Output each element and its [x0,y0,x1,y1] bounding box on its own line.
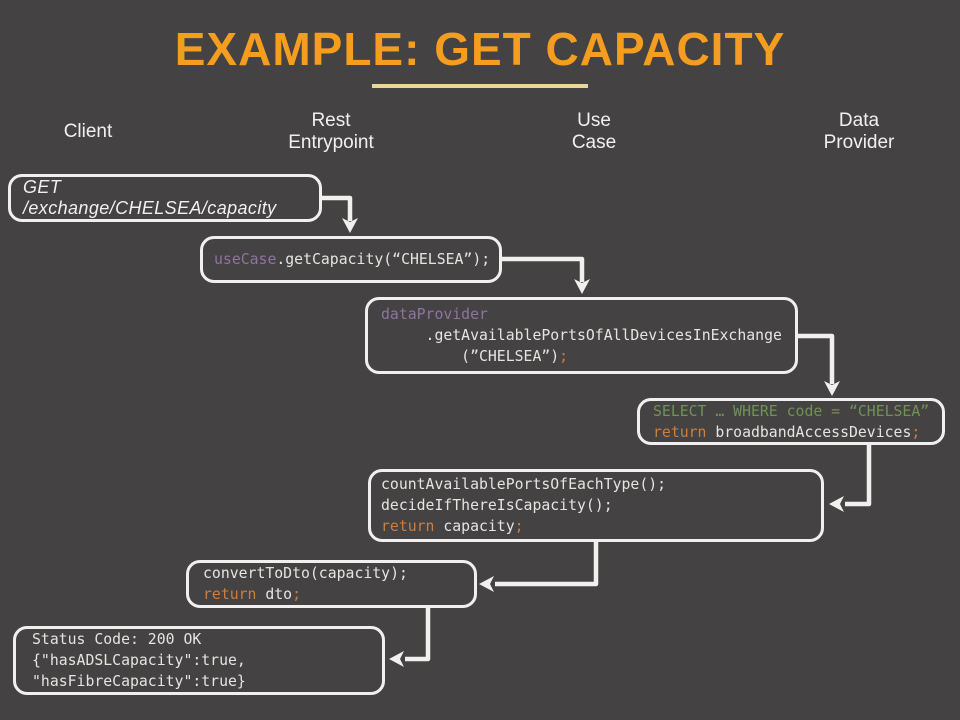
page-title: EXAMPLE: GET CAPACITY [174,23,786,75]
column-header-client: Client [63,121,113,142]
use-case-logic-line: countAvailablePortsOfEachType(); [381,476,667,493]
client-response-line: {"hasADSLCapacity":true, [32,652,246,669]
arrow-usecase-to-rest [479,541,599,592]
use-case-call-line: .getAvailablePortsOfAllDevicesInExchange [381,327,782,344]
client-request-box: GET /exchange/CHELSEA/capacity [8,174,322,222]
data-provider-query-box: SELECT … WHERE code = “CHELSEA” return br… [637,398,945,445]
rest-entrypoint-response-line: return dto; [203,586,302,603]
use-case-call-line: dataProvider [381,306,488,323]
rest-entrypoint-response-line: convertToDto(capacity); [203,565,408,582]
use-case-call-line: (”CHELSEA”); [381,348,569,365]
column-header-use-case: Use Case [571,110,617,153]
arrow-dataprovider-to-usecase [829,444,872,512]
client-request-text: GET /exchange/CHELSEA/capacity [23,177,277,218]
arrow-rest-to-client [389,607,431,667]
rest-entrypoint-response-box: convertToDto(capacity); return dto; [186,560,477,608]
use-case-logic-line: decideIfThereIsCapacity(); [381,497,613,514]
rest-entrypoint-call-box: useCase.getCapacity(“CHELSEA”); [200,236,502,283]
use-case-call-box: dataProvider .getAvailablePortsOfAllDevi… [365,297,798,374]
arrow-usecase-to-dataprovider [798,333,840,396]
data-provider-query-line: SELECT … WHERE code = “CHELSEA” [653,402,930,420]
data-provider-query-line: return broadbandAccessDevices; [653,423,921,441]
use-case-logic-line: return capacity; [381,518,524,535]
column-header-data-provider: Data Provider [823,110,895,153]
arrow-rest-to-usecase [502,256,590,294]
client-response-line: "hasFibreCapacity":true} [32,673,246,690]
arrow-client-to-rest [322,195,358,233]
title-underline-rule [372,84,588,88]
client-response-line: Status Code: 200 OK [32,631,202,648]
column-header-rest-entrypoint: Rest Entrypoint [288,110,374,153]
client-response-box: Status Code: 200 OK {"hasADSLCapacity":tr… [13,626,385,695]
rest-entrypoint-call-line: useCase.getCapacity(“CHELSEA”); [214,251,491,268]
use-case-logic-box: countAvailablePortsOfEachType(); decideIf… [368,469,824,542]
